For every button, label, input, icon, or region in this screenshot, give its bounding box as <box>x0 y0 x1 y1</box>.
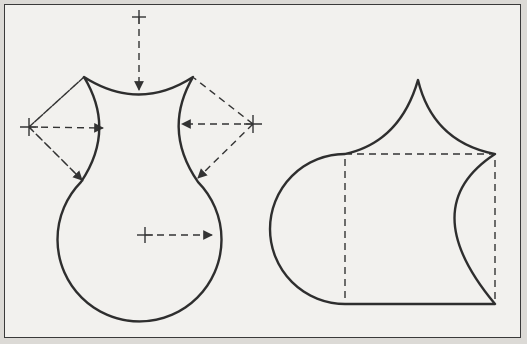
figure-frame <box>4 4 521 338</box>
radius-line-right-lower <box>197 123 254 179</box>
construction-square <box>344 153 496 305</box>
vase-outline <box>56 75 223 323</box>
radius-line-right-upper <box>193 77 254 125</box>
ogee-outline <box>268 78 497 306</box>
ogee-figure <box>268 78 497 306</box>
radius-line-left-lower <box>28 126 83 181</box>
radius-line-left-mid <box>28 122 104 133</box>
radius-line-left-upper <box>28 76 85 128</box>
vase-figure <box>20 10 262 323</box>
construction-triangle-left <box>27 76 85 183</box>
